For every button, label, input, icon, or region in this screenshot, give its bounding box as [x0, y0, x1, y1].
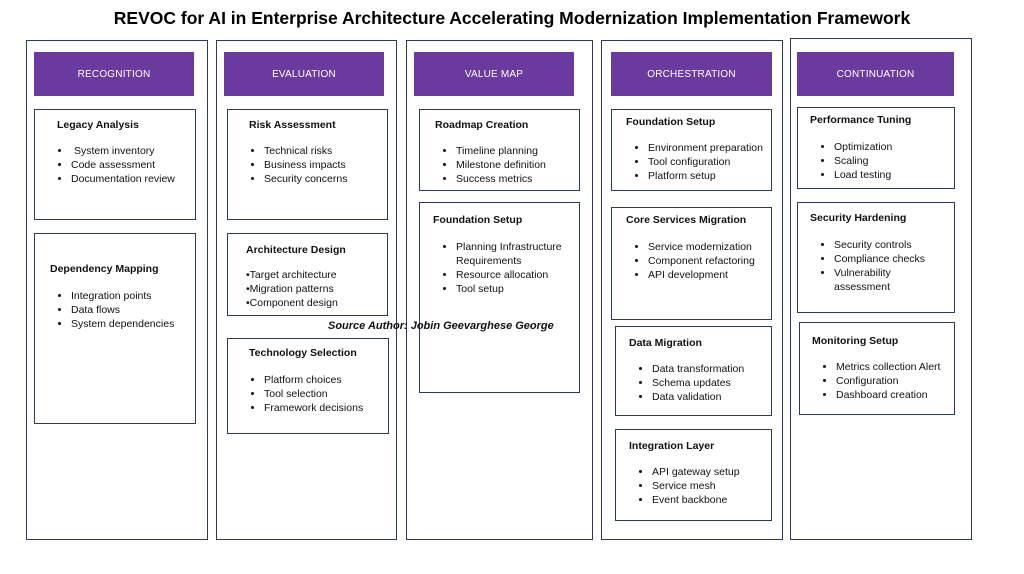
- card-title: Risk Assessment: [249, 119, 336, 131]
- card-title: Architecture Design: [246, 244, 346, 256]
- list-item: Metrics collection Alert: [836, 360, 946, 374]
- card-title: Integration Layer: [629, 440, 715, 452]
- list-item: Data transformation: [652, 362, 763, 376]
- list-item: Platform choices: [264, 373, 380, 387]
- list-item: Resource allocation: [456, 268, 571, 282]
- list-item: Business impacts: [264, 158, 379, 172]
- list-item: Scaling: [834, 154, 946, 168]
- card-performance-tuning: Performance Tuning Optimization Scaling …: [797, 107, 955, 189]
- card-title: Foundation Setup: [626, 116, 716, 128]
- header-continuation: CONTINUATION: [797, 52, 954, 96]
- card-roadmap-creation: Roadmap Creation Timeline planning Miles…: [419, 109, 580, 191]
- card-integration-layer: Integration Layer API gateway setup Serv…: [615, 429, 772, 521]
- header-orchestration: ORCHESTRATION: [611, 52, 772, 96]
- list-item: Tool selection: [264, 387, 380, 401]
- header-recognition: RECOGNITION: [34, 52, 194, 96]
- list-item: Security controls: [834, 238, 946, 252]
- card-title: Core Services Migration: [626, 214, 747, 226]
- card-dependency-mapping: Dependency Mapping Integration points Da…: [34, 233, 196, 424]
- list-item: Event backbone: [652, 493, 763, 507]
- card-monitoring-setup: Monitoring Setup Metrics collection Aler…: [799, 322, 955, 415]
- card-security-hardening: Security Hardening Security controls Com…: [797, 202, 955, 313]
- card-foundation-setup-value-map: Foundation Setup Planning Infrastructure…: [419, 202, 580, 393]
- card-title: Legacy Analysis: [57, 119, 139, 131]
- list-item: Optimization: [834, 140, 946, 154]
- list-item: Tool setup: [456, 282, 571, 296]
- list-item: Technical risks: [264, 144, 379, 158]
- list-item: Configuration: [836, 374, 946, 388]
- list-item: Dashboard creation: [836, 388, 946, 402]
- list-item: Data flows: [71, 303, 187, 317]
- card-title: Dependency Mapping: [50, 263, 159, 275]
- header-value-map: VALUE MAP: [414, 52, 574, 96]
- list-item: Load testing: [834, 168, 946, 182]
- list-item: API development: [648, 268, 763, 282]
- card-title: Data Migration: [629, 337, 702, 349]
- list-item: Milestone definition: [456, 158, 571, 172]
- list-item: Service mesh: [652, 479, 763, 493]
- list-item: System inventory: [71, 144, 187, 158]
- list-item: Success metrics: [456, 172, 571, 186]
- list-item: API gateway setup: [652, 465, 763, 479]
- list-item: Data validation: [652, 390, 763, 404]
- list-item: •Component design: [246, 297, 338, 309]
- list-item: Timeline planning: [456, 144, 571, 158]
- card-core-services-migration: Core Services Migration Service moderniz…: [611, 207, 772, 320]
- list-item: Code assessment: [71, 158, 187, 172]
- list-item: Framework decisions: [264, 401, 380, 415]
- list-item: Planning Infrastructure Requirements: [456, 240, 571, 268]
- card-legacy-analysis: Legacy Analysis System inventory Code as…: [34, 109, 196, 220]
- list-item: Documentation review: [71, 172, 187, 186]
- page-title: REVOC for AI in Enterprise Architecture …: [113, 8, 911, 28]
- card-title: Foundation Setup: [433, 214, 523, 226]
- list-item: Schema updates: [652, 376, 763, 390]
- card-foundation-setup-orchestration: Foundation Setup Environment preparation…: [611, 109, 772, 191]
- source-author: Source Author: Jobin Geevarghese George: [328, 320, 554, 332]
- card-architecture-design: Architecture Design •Target architecture…: [227, 233, 388, 316]
- card-title: Security Hardening: [810, 212, 907, 224]
- list-item: Integration points: [71, 289, 187, 303]
- list-item: Service modernization: [648, 240, 763, 254]
- header-evaluation: EVALUATION: [224, 52, 384, 96]
- list-item: Compliance checks: [834, 252, 946, 266]
- card-title: Monitoring Setup: [812, 335, 899, 347]
- card-title: Performance Tuning: [810, 114, 912, 126]
- card-title: Technology Selection: [249, 347, 357, 359]
- list-item: Tool configuration: [648, 155, 763, 169]
- card-data-migration: Data Migration Data transformation Schem…: [615, 326, 772, 416]
- list-item: Platform setup: [648, 169, 763, 183]
- list-item: Security concerns: [264, 172, 379, 186]
- list-item: Vulnerability assessment: [834, 266, 946, 294]
- card-title: Roadmap Creation: [435, 119, 529, 131]
- list-item: Environment preparation: [648, 141, 763, 155]
- list-item: Component refactoring: [648, 254, 763, 268]
- list-item: •Target architecture: [246, 269, 337, 281]
- card-technology-selection: Technology Selection Platform choices To…: [227, 338, 389, 434]
- list-item: •Migration patterns: [246, 283, 334, 295]
- list-item: System dependencies: [71, 317, 187, 331]
- card-risk-assessment: Risk Assessment Technical risks Business…: [227, 109, 388, 220]
